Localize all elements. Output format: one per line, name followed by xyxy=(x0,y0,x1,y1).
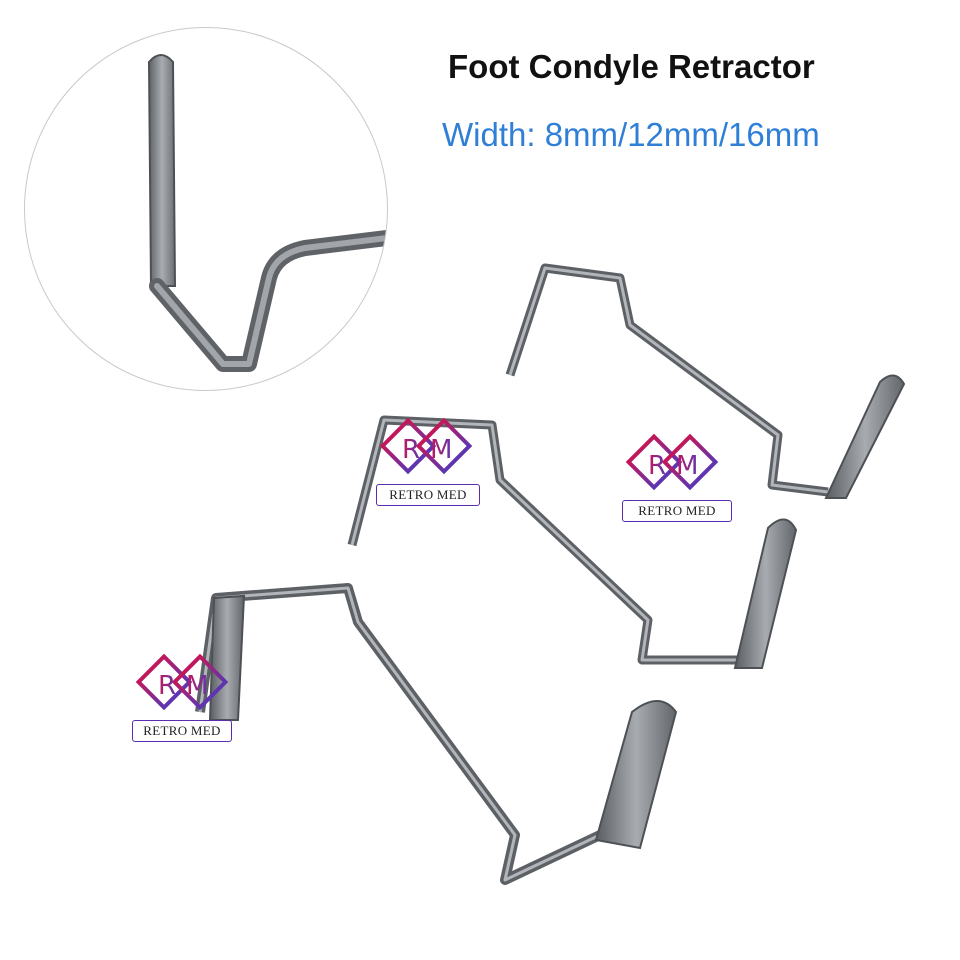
retractor-large xyxy=(195,583,678,885)
retromed-watermark-logo: R M RETRO MED xyxy=(622,434,742,524)
retromed-watermark-logo: R M RETRO MED xyxy=(132,654,252,744)
svg-text:R: R xyxy=(648,451,666,481)
product-width-options: Width: 8mm/12mm/16mm xyxy=(442,116,820,153)
svg-text:R: R xyxy=(402,435,420,465)
svg-text:M: M xyxy=(430,435,452,465)
retractor-small xyxy=(505,263,906,499)
retromed-brand-label: RETRO MED xyxy=(622,500,732,522)
retractor-tip-closeup xyxy=(147,54,387,372)
product-title: Foot Condyle Retractor xyxy=(448,48,815,85)
retractor-medium xyxy=(347,415,798,669)
svg-text:R: R xyxy=(158,671,176,701)
svg-text:M: M xyxy=(676,451,698,481)
zoom-detail-circle xyxy=(24,27,388,391)
svg-text:M: M xyxy=(186,671,208,701)
retromed-watermark-logo: R M RETRO MED xyxy=(376,418,496,508)
rm-monogram-icon: R M xyxy=(379,418,473,475)
retromed-brand-label: RETRO MED xyxy=(376,484,480,506)
retromed-brand-label: RETRO MED xyxy=(132,720,232,742)
rm-monogram-icon: R M xyxy=(625,434,719,491)
rm-monogram-icon: R M xyxy=(135,654,229,711)
